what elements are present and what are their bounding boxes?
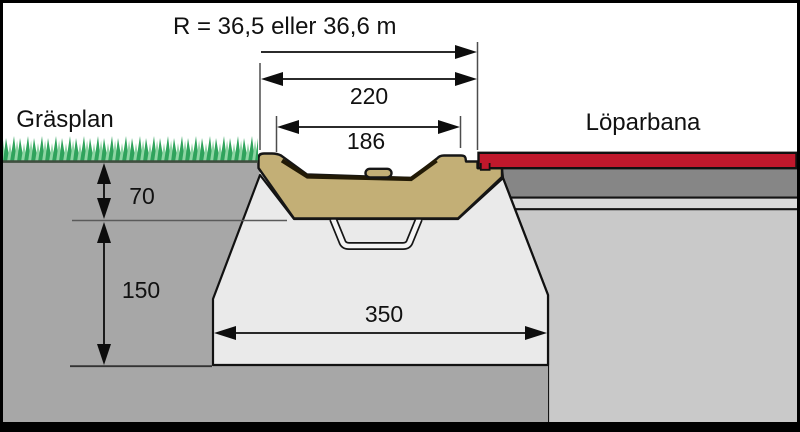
running-track-surface	[477, 151, 798, 171]
asphalt-layer	[502, 168, 797, 197]
track-surface-band	[477, 151, 798, 170]
radius-label: R = 36,5 eller 36,6 m	[173, 13, 396, 40]
dim-350-arrow-left	[214, 326, 236, 340]
track-surface-tab	[479, 163, 491, 171]
dim-150-arrow-bottom	[97, 344, 111, 365]
lifting-loop-core	[330, 218, 422, 249]
bearing-stripe-layer	[511, 198, 797, 208]
curb-gutter-element	[257, 152, 504, 220]
gutter-channel-line	[280, 158, 438, 182]
grass-area-label: Gräsplan	[16, 106, 113, 133]
dim-186-arrow-left	[277, 120, 299, 134]
lifting-loop	[329, 217, 423, 250]
dim-70-arrow-bottom	[97, 198, 111, 219]
dim-150-arrow-top	[97, 222, 111, 243]
base-course-layer	[502, 168, 797, 422]
dim-150-value: 150	[122, 277, 160, 303]
dim-186-value: 186	[347, 128, 385, 154]
text-labels: R = 36,5 eller 36,6 m Gräsplan Löparbana…	[16, 13, 701, 327]
track-area-label: Löparbana	[586, 109, 701, 136]
dim-220-arrow-left	[261, 72, 283, 86]
frame-bottom	[0, 422, 800, 432]
dimension-extension-lines	[259, 42, 479, 152]
dimension-lines	[97, 45, 547, 365]
curb-body	[257, 152, 504, 220]
dim-70-value: 70	[129, 183, 155, 209]
dim-220-value: 220	[350, 83, 388, 109]
drain-slot	[364, 167, 393, 179]
soil-area	[3, 162, 548, 422]
dim-186-arrow-right	[438, 120, 460, 134]
grass-tufts	[3, 134, 258, 162]
grass-strip	[3, 134, 258, 163]
radius-arrowhead	[455, 45, 477, 59]
dim-70-arrow-top	[97, 163, 111, 184]
dim-350-arrow-right	[525, 326, 547, 340]
dim-350-value: 350	[365, 301, 403, 327]
dim-220-arrow-right	[455, 72, 477, 86]
